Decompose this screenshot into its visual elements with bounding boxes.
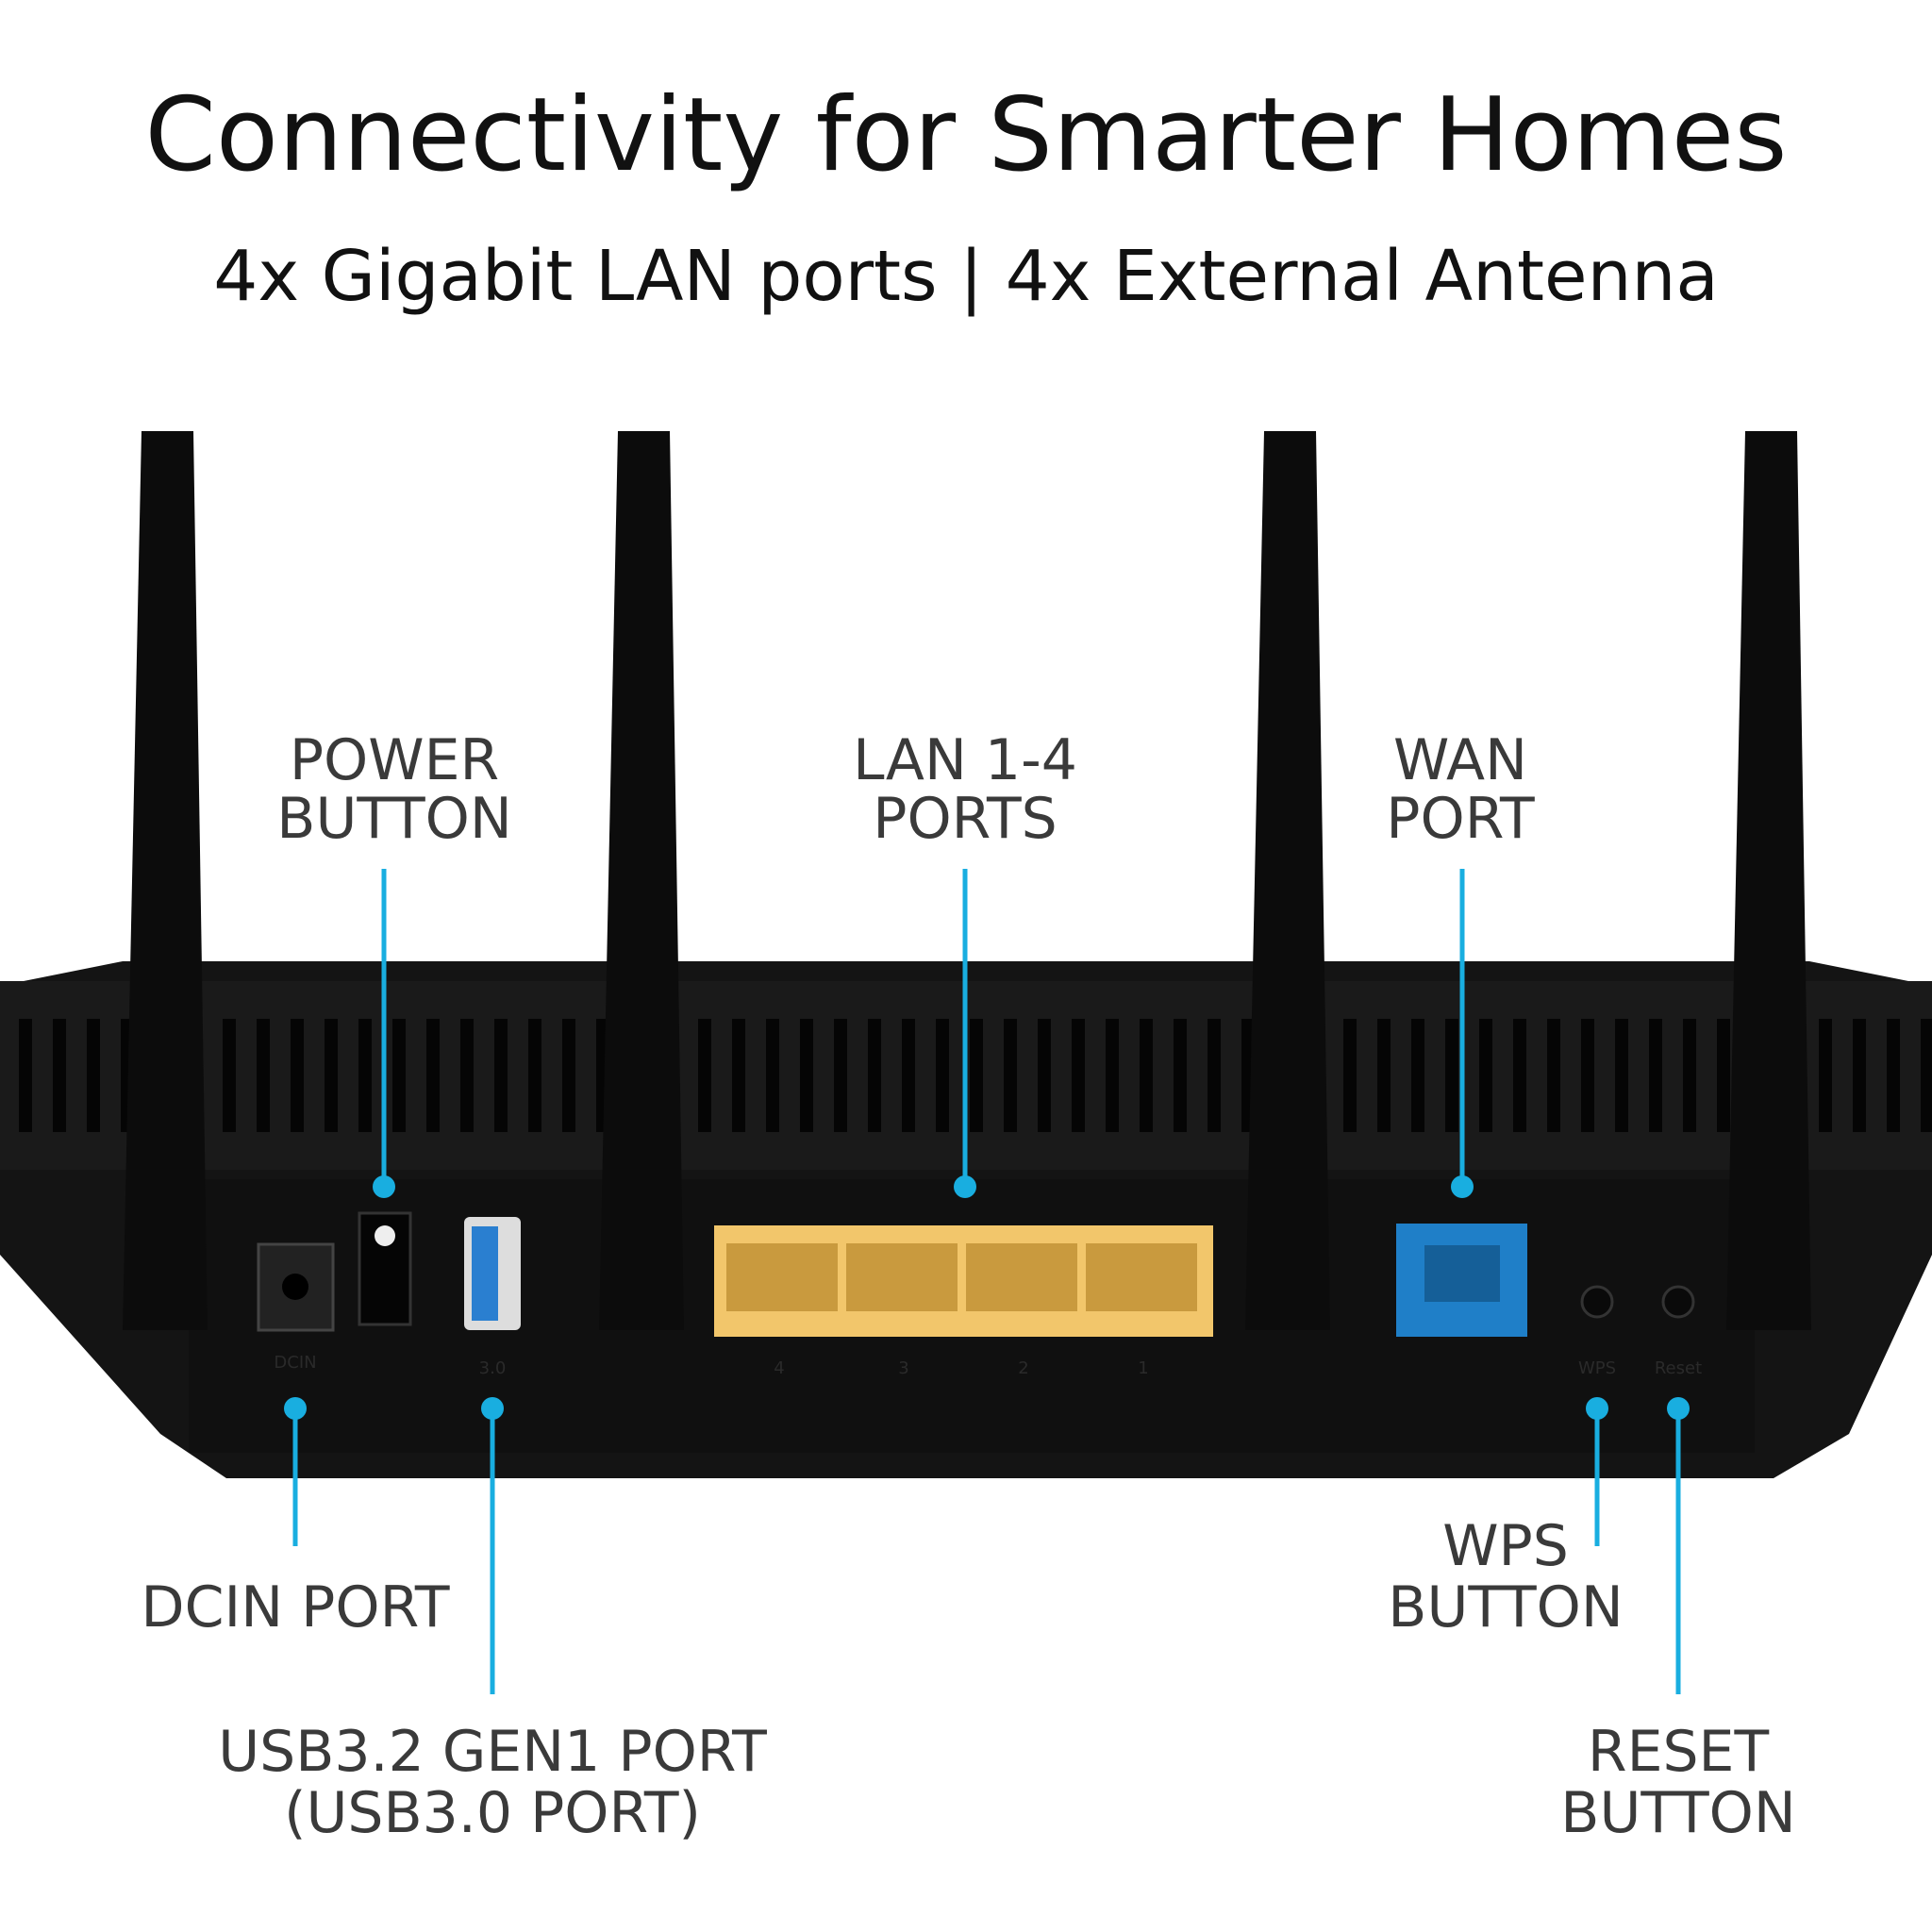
reset-port-label: Reset xyxy=(1655,1358,1702,1378)
vent-slot xyxy=(358,1019,372,1132)
svg-text:WPS: WPS xyxy=(1442,1513,1569,1579)
lan-port-label: 3 xyxy=(898,1358,908,1378)
svg-text:PORT: PORT xyxy=(1386,786,1535,852)
vent-slot xyxy=(1072,1019,1085,1132)
svg-text:BUTTON: BUTTON xyxy=(1388,1574,1623,1641)
usb-port-tongue xyxy=(472,1226,498,1321)
svg-text:POWER: POWER xyxy=(290,727,499,793)
reset-button xyxy=(1661,1285,1695,1319)
svg-text:DCIN PORT: DCIN PORT xyxy=(141,1574,449,1641)
vent-slot xyxy=(868,1019,881,1132)
vent-slot xyxy=(1174,1019,1187,1132)
vent-slot xyxy=(1343,1019,1357,1132)
vent-slot xyxy=(1683,1019,1696,1132)
vent-slot xyxy=(1853,1019,1866,1132)
vent-slot xyxy=(1377,1019,1391,1132)
vent-slot xyxy=(494,1019,508,1132)
vent-slot xyxy=(1411,1019,1424,1132)
vent-slot xyxy=(1513,1019,1526,1132)
vent-slot xyxy=(1547,1019,1560,1132)
antenna xyxy=(599,431,684,1330)
vent-slot xyxy=(426,1019,440,1132)
vent-slot xyxy=(1819,1019,1832,1132)
vent-slot xyxy=(970,1019,983,1132)
vent-slot xyxy=(902,1019,915,1132)
antennas xyxy=(123,431,1811,1330)
vent-slot xyxy=(1004,1019,1017,1132)
wan-jack xyxy=(1424,1245,1500,1302)
page-title: Connectivity for Smarter Homes xyxy=(145,76,1788,194)
antenna xyxy=(1726,431,1811,1330)
vent-slot xyxy=(223,1019,236,1132)
antenna xyxy=(1245,431,1330,1330)
lan-jack xyxy=(966,1243,1077,1311)
vent-slot xyxy=(19,1019,32,1132)
vent-slot xyxy=(1038,1019,1051,1132)
lan-port-label: 1 xyxy=(1138,1358,1148,1378)
callout-lan: LAN 1-4 PORTS xyxy=(853,727,1077,1198)
power-indicator xyxy=(375,1225,395,1246)
vent-slot xyxy=(257,1019,270,1132)
vent-slot xyxy=(87,1019,100,1132)
vent-slot xyxy=(291,1019,304,1132)
vent-slot xyxy=(528,1019,541,1132)
lan-jack xyxy=(846,1243,958,1311)
dcin-jack xyxy=(282,1274,308,1300)
svg-text:BUTTON: BUTTON xyxy=(276,786,511,852)
usb-port-label: 3.0 xyxy=(479,1358,507,1378)
callout-wan: WAN PORT xyxy=(1386,727,1535,1198)
svg-text:PORTS: PORTS xyxy=(873,786,1057,852)
vent-slot xyxy=(1615,1019,1628,1132)
lan-jack xyxy=(1086,1243,1197,1311)
vent-slot xyxy=(460,1019,474,1132)
lan-port-label: 4 xyxy=(774,1358,784,1378)
vent-slot xyxy=(1208,1019,1221,1132)
vent-slot xyxy=(936,1019,949,1132)
vent-slot xyxy=(1717,1019,1730,1132)
vent-slot xyxy=(392,1019,406,1132)
callout-wps: WPS BUTTON xyxy=(1388,1397,1624,1641)
vent-slot xyxy=(1649,1019,1662,1132)
vent-slot xyxy=(562,1019,575,1132)
vent-slot xyxy=(800,1019,813,1132)
lan-port-label: 2 xyxy=(1018,1358,1028,1378)
svg-text:LAN 1-4: LAN 1-4 xyxy=(853,727,1077,793)
antenna xyxy=(123,431,208,1330)
page-subtitle: 4x Gigabit LAN ports | 4x External Anten… xyxy=(213,236,1718,317)
vent-slot xyxy=(834,1019,847,1132)
svg-text:USB3.2 GEN1 PORT: USB3.2 GEN1 PORT xyxy=(218,1719,767,1785)
svg-text:WAN: WAN xyxy=(1393,727,1527,793)
vent-slot xyxy=(698,1019,711,1132)
wps-port-label: WPS xyxy=(1578,1358,1616,1378)
vent-slot xyxy=(732,1019,745,1132)
vent-slot xyxy=(1887,1019,1900,1132)
vent-slot xyxy=(53,1019,66,1132)
vent-slot xyxy=(1445,1019,1458,1132)
svg-text:RESET: RESET xyxy=(1588,1719,1770,1785)
vent-slot xyxy=(1106,1019,1119,1132)
svg-text:(USB3.0 PORT): (USB3.0 PORT) xyxy=(284,1780,701,1846)
vent-slot xyxy=(766,1019,779,1132)
vent-slot xyxy=(1921,1019,1932,1132)
vent-slot xyxy=(1479,1019,1492,1132)
callout-dcin: DCIN PORT xyxy=(141,1397,450,1641)
callout-usb: USB3.2 GEN1 PORT (USB3.0 PORT) xyxy=(218,1397,767,1846)
wps-button xyxy=(1580,1285,1614,1319)
dcin-port-label: DCIN xyxy=(274,1353,316,1373)
vent-slot xyxy=(325,1019,338,1132)
vent-slot xyxy=(1581,1019,1594,1132)
callout-power: POWER BUTTON xyxy=(276,727,512,1198)
vent-slot xyxy=(1140,1019,1153,1132)
lan-jack xyxy=(726,1243,838,1311)
callout-reset: RESET BUTTON xyxy=(1560,1397,1796,1846)
svg-text:BUTTON: BUTTON xyxy=(1560,1780,1795,1846)
